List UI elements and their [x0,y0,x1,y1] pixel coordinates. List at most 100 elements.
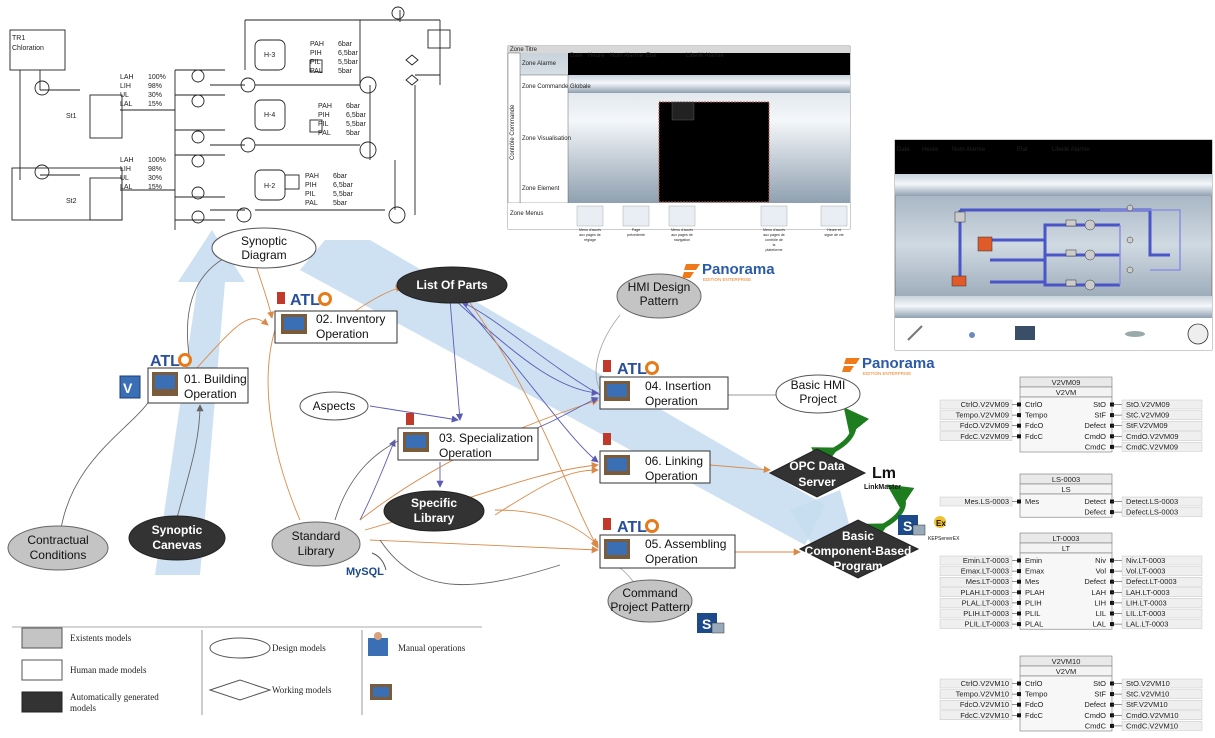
block-output-port: Defect [1084,508,1107,517]
legend-working-shape [208,679,272,701]
pid-tank-h4: H-4 [264,112,275,119]
svg-text:Component-Based: Component-Based [805,544,912,558]
hmi-header-col: Nom Alarme [610,53,644,59]
block-output-var: Defect.LS-0003 [1126,508,1178,517]
block-output-var: LAH.LT-0003 [1126,588,1170,597]
block-type: V2VM [1056,388,1076,397]
svg-text:Operation: Operation [645,469,698,483]
block-input-port: PLIL [1025,609,1040,618]
automatic-op-icon [370,684,392,700]
atl-logo-insertion: ATL [603,360,659,378]
hmi-header-col: Etat [646,53,657,59]
node-contractual-conditions: Contractual Conditions [7,525,109,571]
block-output-var: Defect.LT-0003 [1126,577,1177,586]
alarm-code: PIH [310,50,322,57]
block-input-port: Emax [1025,567,1044,576]
block-input-var: FdcC.V2VM10 [960,711,1009,720]
svg-text:ATL: ATL [290,292,320,309]
block-input-var: PLIH.LT-0003 [963,609,1009,618]
alarm-value: 5,5bar [346,121,367,128]
hmi1-menu-label: plateforme [766,248,783,252]
block-output-port: CmdC [1085,442,1107,451]
pid-st1: St1 [66,113,77,120]
legend-auto-line1: Automatically generated [70,692,159,702]
node-inventory-operation: 02. Inventory Operation [274,310,398,344]
alarm-value: 5bar [346,130,361,137]
alarm-value: 6,5bar [346,112,367,119]
block-output-var: StO.V2VM10 [1126,679,1170,688]
node-opc-data-server: OPC Data Server [768,448,867,498]
hmi-header-col: Libellé Alarme [1052,147,1090,153]
svg-text:LinkMaster: LinkMaster [864,484,901,491]
svg-text:Synoptic: Synoptic [152,523,203,537]
block-title: V2VM10 [1052,657,1081,666]
hmi1-menu-label: précédente [627,233,645,237]
block-input-port: Mes [1025,497,1039,506]
block-input-port: Tempo [1025,411,1048,420]
alarm-code: PIL [318,121,329,128]
block-input-var: PLIL.LT-0003 [965,620,1009,629]
hmi1-menu-label: contrôle de [765,238,783,242]
block-input-port: Tempo [1025,690,1048,699]
hmi1-menu-label: Heure et [827,228,841,232]
block-output-var: StC.V2VM09 [1126,411,1169,420]
hmi1-menu-label: réglage [584,238,596,242]
block-input-var: FdcO.V2VM09 [960,421,1009,430]
node-command-project-pattern: Command Project Pattern [607,579,693,623]
block-output-var: StC.V2VM10 [1126,690,1169,699]
alarm-value: 15% [148,184,162,191]
block-output-var: Niv.LT-0003 [1126,556,1165,565]
hmi-header-col: Date [570,53,583,59]
hmi1-zone-alarme: Zone Alarme [522,61,557,67]
svg-text:Project Pattern: Project Pattern [610,600,689,614]
hmi-template-screenshot: Zone Titre Zone Alarme Zone Commande Glo… [507,45,851,252]
block-output-var: CmdO.V2VM09 [1126,432,1179,441]
hmi-header-col: Libellé Alarme [686,53,724,59]
alarm-value: 6,5bar [338,50,359,57]
svg-text:Library: Library [414,511,455,525]
block-input-var: CtrlO.V2VM09 [961,400,1009,409]
block-output-port: CmdO [1084,432,1106,441]
manual-op-icon [368,632,388,656]
block-output-var: StF.V2VM09 [1126,421,1168,430]
hmi1-menu-tile [820,205,848,227]
block-input-port: CtrlO [1025,400,1043,409]
svg-text:ATL: ATL [617,519,647,536]
legend-auto-swatch [21,691,63,713]
block-title: LS-0003 [1052,475,1080,484]
inventory-line2: Operation [316,327,369,341]
alarm-code: PAL [305,200,318,207]
svg-text:Operation: Operation [645,552,698,566]
block-input-var: PLAH.LT-0003 [960,588,1009,597]
legend-design-label: Design models [272,643,326,653]
kepserver-logo-command: S [697,613,725,634]
node-basic-hmi-project: Basic HMI Project [775,374,861,414]
alarm-code: PAL [318,130,331,137]
svg-text:01. Building: 01. Building [184,372,247,386]
svg-text:S: S [903,518,912,534]
alarm-value: 6,5bar [333,182,354,189]
alarm-value: 100% [148,157,166,164]
node-specific-library: Specific Library [383,490,485,532]
block-output-var: CmdC.V2VM09 [1126,442,1178,451]
hmi1-zone-commande: Zone Commande Globale [522,84,591,90]
block-input-var: CtrlO.V2VM10 [961,679,1009,688]
svg-text:Panorama: Panorama [862,355,935,372]
svg-text:Lm: Lm [872,465,896,482]
block-input-var: Mes.LT-0003 [966,577,1009,586]
hmi1-menu-label: aux pages de [579,233,601,237]
synoptic-diagram-line2: Diagram [241,248,286,262]
svg-text:S: S [702,616,711,632]
alarm-value: 6bar [333,173,348,180]
hmi1-menu-label: navigation [674,238,690,242]
svg-text:Pattern: Pattern [640,294,679,308]
legend-human-label: Human made models [70,665,147,675]
block-input-var: Emax.LT-0003 [961,567,1009,576]
